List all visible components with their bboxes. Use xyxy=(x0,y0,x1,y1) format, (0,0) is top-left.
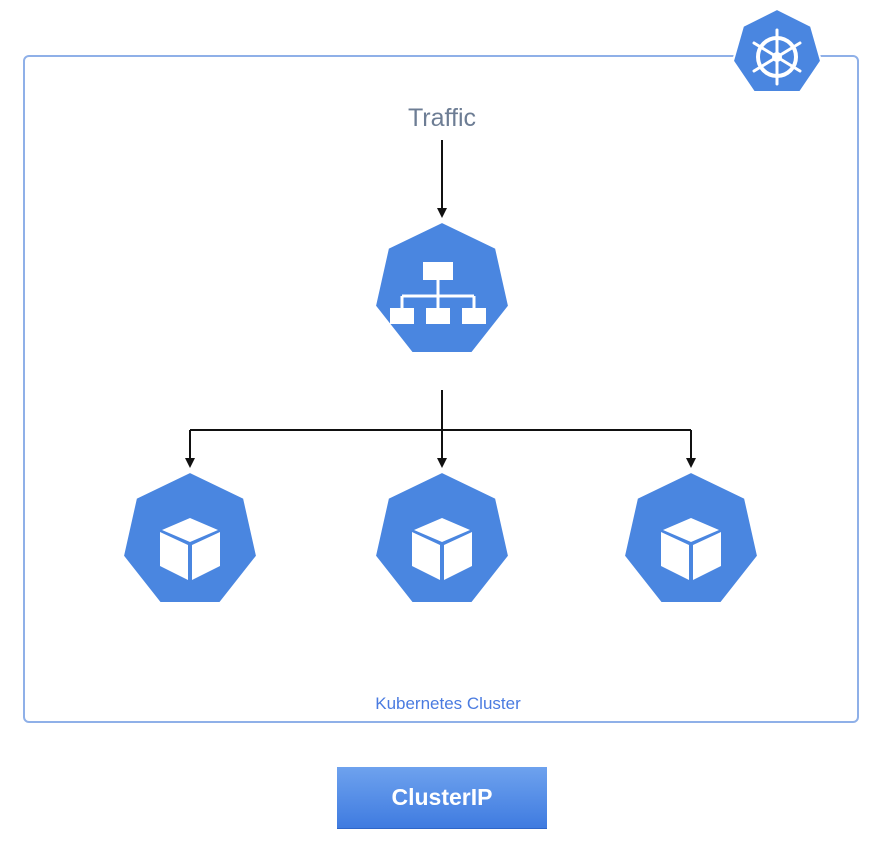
pod-node: pod xyxy=(373,470,511,627)
service-to-pods-connectors xyxy=(185,390,696,468)
service-label: svc xyxy=(423,350,462,380)
cluster-label: Kubernetes Cluster xyxy=(375,694,521,713)
pod-node: pod xyxy=(121,470,259,627)
kubernetes-helm-icon xyxy=(731,7,823,93)
pod-label: pod xyxy=(420,597,463,627)
network-hierarchy-icon xyxy=(390,262,486,324)
clusterip-caption-badge: ClusterIP xyxy=(337,767,547,829)
kubernetes-cluster-boundary xyxy=(23,55,859,723)
pod-node: pod xyxy=(622,470,760,627)
service-node: svc xyxy=(373,220,511,380)
cube-icon xyxy=(661,518,721,580)
traffic-label: Traffic xyxy=(407,104,477,132)
cube-icon xyxy=(412,518,472,580)
cube-icon xyxy=(160,518,220,580)
pod-label: pod xyxy=(669,597,712,627)
pod-label: pod xyxy=(168,597,211,627)
